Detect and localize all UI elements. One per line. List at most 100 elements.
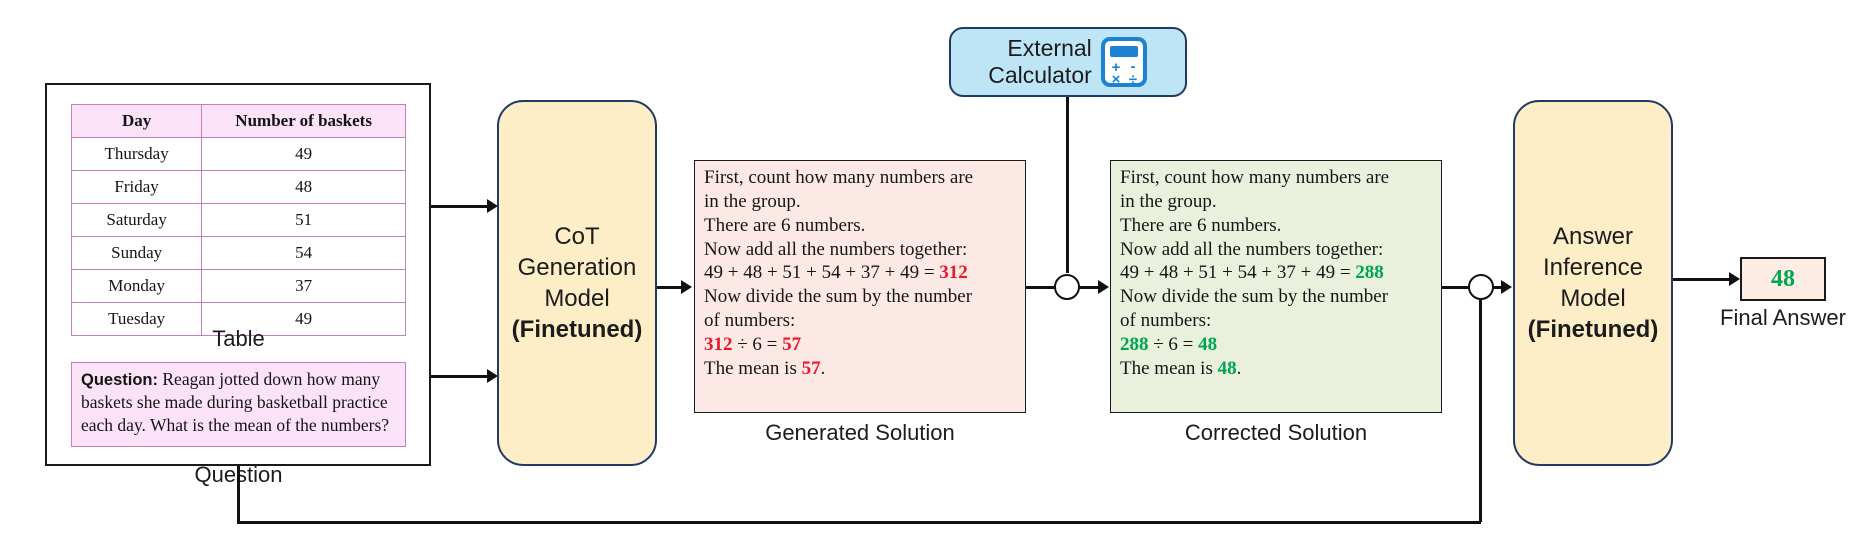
table-cell-value: 49 — [201, 302, 406, 336]
arrowhead-icon — [487, 369, 498, 383]
table-col-baskets: Number of baskets — [201, 104, 406, 138]
connector-answer-to-final — [1673, 278, 1731, 281]
junction-node-2 — [1468, 274, 1494, 300]
table-cell-day: Friday — [70, 170, 203, 204]
question-label: Question: — [81, 371, 158, 389]
corrected-mean-value: 48 — [1217, 357, 1237, 379]
generated-mean-text: The mean is — [704, 357, 802, 379]
table-cell-day: Monday — [70, 269, 203, 303]
table-cell-day: Saturday — [70, 203, 203, 237]
connector-junction-to-answer-model — [1493, 286, 1507, 289]
generated-line-2: in the group. — [704, 190, 801, 212]
corrected-mean-period: . — [1236, 357, 1242, 379]
answer-inference-model-box[interactable]: Answer Inference Model (Finetuned) — [1513, 100, 1673, 466]
arrowhead-icon — [681, 280, 692, 294]
svg-text:+: + — [1111, 59, 1120, 76]
corrected-solution-caption: Corrected Solution — [1184, 420, 1368, 445]
generated-sum-value: 312 — [939, 262, 968, 284]
generated-line-3: There are 6 numbers. — [704, 214, 866, 236]
generated-line-4: Now add all the numbers together: — [704, 238, 968, 260]
answer-model-line-1: Answer — [1552, 222, 1634, 250]
final-answer-value: 48 — [1771, 265, 1795, 292]
table-row: Monday 37 — [70, 269, 406, 303]
table-cell-day: Tuesday — [70, 302, 203, 336]
feedback-line-vertical-left — [237, 466, 240, 523]
connector-calculator-to-junction — [1066, 97, 1069, 273]
answer-model-line-2: Inference — [1542, 253, 1644, 281]
generated-sum-expression: 49 + 48 + 51 + 54 + 37 + 49 = — [704, 262, 940, 284]
generated-solution-caption: Generated Solution — [765, 420, 955, 445]
table-row: Saturday 51 — [70, 203, 406, 237]
corrected-sum-value: 288 — [1355, 262, 1384, 284]
table-cell-value: 54 — [201, 236, 406, 270]
generated-divide-expression: ÷ 6 = — [737, 333, 783, 355]
svg-text:-: - — [1130, 58, 1135, 75]
generated-line-6: Now divide the sum by the number — [704, 286, 973, 308]
generated-line-7: of numbers: — [704, 310, 796, 332]
corrected-line-8: 288 ÷ 6 = 48 — [1120, 333, 1433, 357]
table-cell-day: Thursday — [70, 137, 203, 171]
corrected-divide-expression: ÷ 6 = — [1153, 333, 1199, 355]
table-cell-day: Sunday — [70, 236, 203, 270]
connector-question-to-cot — [431, 375, 489, 378]
corrected-line-7: of numbers: — [1120, 310, 1212, 332]
table-col-day: Day — [70, 104, 203, 138]
corrected-line-9: The mean is 48. — [1120, 357, 1433, 381]
generated-mean-period: . — [820, 357, 826, 379]
external-calculator-box[interactable]: External Calculator + - × ÷ — [949, 27, 1187, 97]
connector-junction-to-corrected — [1079, 286, 1101, 289]
connector-cot-to-generated — [657, 286, 684, 289]
question-text: Reagan jotted down how many baskets she … — [81, 369, 390, 436]
corrected-line-5: 49 + 48 + 51 + 54 + 37 + 49 = 288 — [1120, 261, 1433, 285]
cot-model-line-4: (Finetuned) — [511, 316, 643, 344]
table-row: Tuesday 49 — [70, 302, 406, 336]
feedback-line-horizontal — [237, 521, 1481, 524]
connector-corrected-to-junction — [1442, 286, 1470, 289]
cot-model-line-1: CoT — [554, 222, 600, 250]
table-cell-value: 48 — [201, 170, 406, 204]
generated-line-1: First, count how many numbers are — [704, 167, 974, 188]
generated-line-8: 312 ÷ 6 = 57 — [704, 333, 1017, 357]
generated-mean-value: 57 — [801, 357, 821, 379]
generated-quotient-value: 57 — [782, 333, 802, 355]
corrected-line-4: Now add all the numbers together: — [1120, 238, 1384, 260]
table-cell-value: 51 — [201, 203, 406, 237]
svg-text:×: × — [1111, 71, 1120, 88]
final-answer-box: 48 — [1740, 257, 1826, 301]
corrected-line-6: Now divide the sum by the number — [1120, 286, 1389, 308]
generated-solution-box: First, count how many numbers are in the… — [694, 160, 1026, 413]
table-header-row: Day Number of baskets — [70, 104, 406, 138]
arrowhead-icon — [1729, 272, 1740, 286]
calculator-label: External Calculator — [988, 34, 1092, 88]
data-table: Day Number of baskets Thursday 49 Friday… — [70, 104, 406, 336]
corrected-quotient-value: 48 — [1198, 333, 1218, 355]
corrected-mean-text: The mean is — [1120, 357, 1218, 379]
answer-model-line-3: Model — [1560, 285, 1626, 312]
table-row: Sunday 54 — [70, 236, 406, 270]
cot-model-line-2: Generation — [517, 253, 637, 281]
feedback-line-vertical-right — [1479, 299, 1482, 522]
connector-table-to-cot — [431, 205, 489, 208]
answer-model-line-4: (Finetuned) — [1527, 316, 1659, 344]
table-row: Friday 48 — [70, 170, 406, 204]
arrowhead-icon — [1501, 280, 1512, 294]
corrected-line-2: in the group. — [1120, 190, 1217, 212]
arrowhead-icon — [1098, 280, 1109, 294]
table-cell-value: 49 — [201, 137, 406, 171]
question-box: Question: Reagan jotted down how many ba… — [71, 362, 406, 447]
connector-generated-to-junction — [1026, 286, 1056, 289]
table-row: Thursday 49 — [70, 137, 406, 171]
cot-model-line-3: Model — [544, 285, 610, 312]
junction-node-1 — [1054, 274, 1080, 300]
final-answer-caption: Final Answer — [1720, 305, 1846, 330]
calculator-icon: + - × ÷ — [1100, 37, 1147, 88]
svg-text:÷: ÷ — [1129, 71, 1137, 88]
cot-generation-model-box[interactable]: CoT Generation Model (Finetuned) — [497, 100, 657, 466]
corrected-solution-box: First, count how many numbers are in the… — [1110, 160, 1442, 413]
arrowhead-icon — [487, 199, 498, 213]
generated-line-9: The mean is 57. — [704, 357, 1017, 381]
table-cell-value: 37 — [201, 269, 406, 303]
corrected-sum-expression: 49 + 48 + 51 + 54 + 37 + 49 = — [1120, 262, 1356, 284]
corrected-divide-sum: 288 — [1120, 333, 1149, 355]
